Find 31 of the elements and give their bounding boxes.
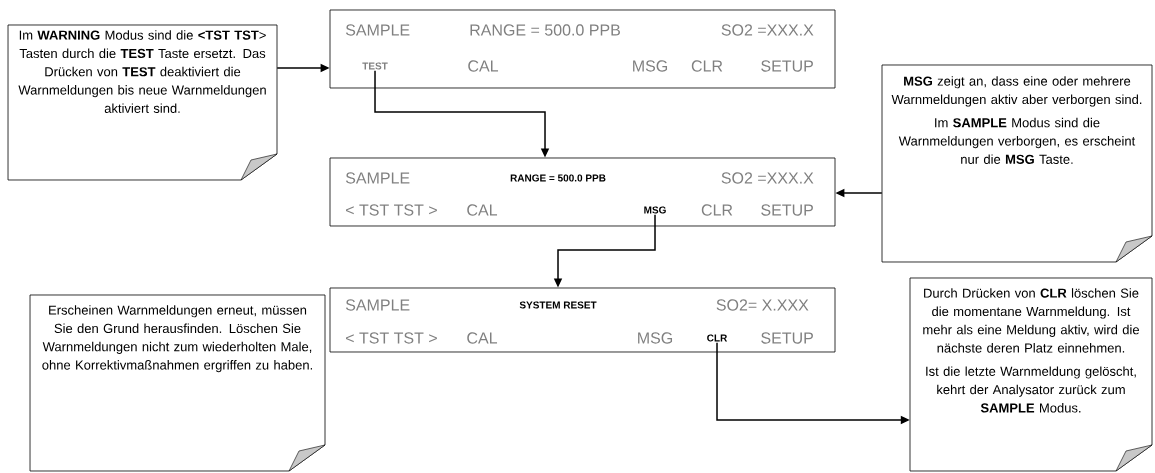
- display-text: MSG: [638, 332, 673, 344]
- display-text: CAL: [467, 332, 498, 344]
- note-box: Durch Drücken von CLR löschen Sie die momentane Warnmeldung. Ist mehr als eine Meldung aktiv, wird die nächste deren Platz einnehmen. Ist die letzte Warnmeldung gelöscht, kehrt der Analysator zurück zum SAMPLE Modus.: [909, 277, 1153, 472]
- note-box: Erscheinen Warnmeldungen erneut, müssen Sie den Grund herausfinden. Löschen Sie Warnmeldungen nicht zum wiederholten Male, ohne Korrektivmaßnahmen ergriffen zu haben.: [29, 294, 326, 472]
- display-text: CLR: [701, 204, 733, 216]
- display-text: CLR: [691, 60, 723, 72]
- display-text: SO2 =XXX.X: [721, 24, 814, 36]
- display-text: SETUP: [761, 332, 813, 344]
- display-text: SO2 =XXX.X: [721, 172, 814, 184]
- display-screen: [329, 9, 836, 89]
- display-text: SETUP: [761, 60, 813, 72]
- key-label: CLR: [707, 334, 728, 342]
- display-text: < TST TST >: [346, 332, 437, 344]
- display-text: SYSTEM RESET: [519, 301, 597, 309]
- display-text: SO2= X.XXX: [716, 299, 809, 311]
- display-screen: [329, 157, 836, 227]
- note-box: Im WARNING Modus sind die <TST TST> Tasten durch die TEST Taste ersetzt. Das Drücken von TEST deaktiviert die Warnmeldungen bis neue Warnmeldungen aktiviert sind.: [7, 24, 278, 181]
- display-text: CAL: [468, 60, 499, 72]
- display-text: SETUP: [761, 204, 813, 216]
- key-label: MSG: [644, 206, 666, 214]
- display-text: RANGE = 500.0 PPB: [470, 24, 620, 36]
- display-text: SAMPLE: [345, 299, 410, 311]
- display-text: CAL: [467, 204, 498, 216]
- display-text: < TST TST >: [346, 204, 437, 216]
- note-box: MSG zeigt an, dass eine oder mehrere Warnmeldungen aktiv aber verborgen sind. Im SAMPLE Modus sind die Warnmeldungen verborgen, es erscheint nur die MSG Taste.: [881, 64, 1153, 263]
- key-label: TEST: [362, 62, 388, 70]
- display-text: RANGE = 500.0 PPB: [510, 174, 606, 182]
- display-text: MSG: [633, 60, 668, 72]
- display-text: SAMPLE: [345, 172, 410, 184]
- display-text: SAMPLE: [345, 24, 410, 36]
- display-screen: [329, 287, 836, 353]
